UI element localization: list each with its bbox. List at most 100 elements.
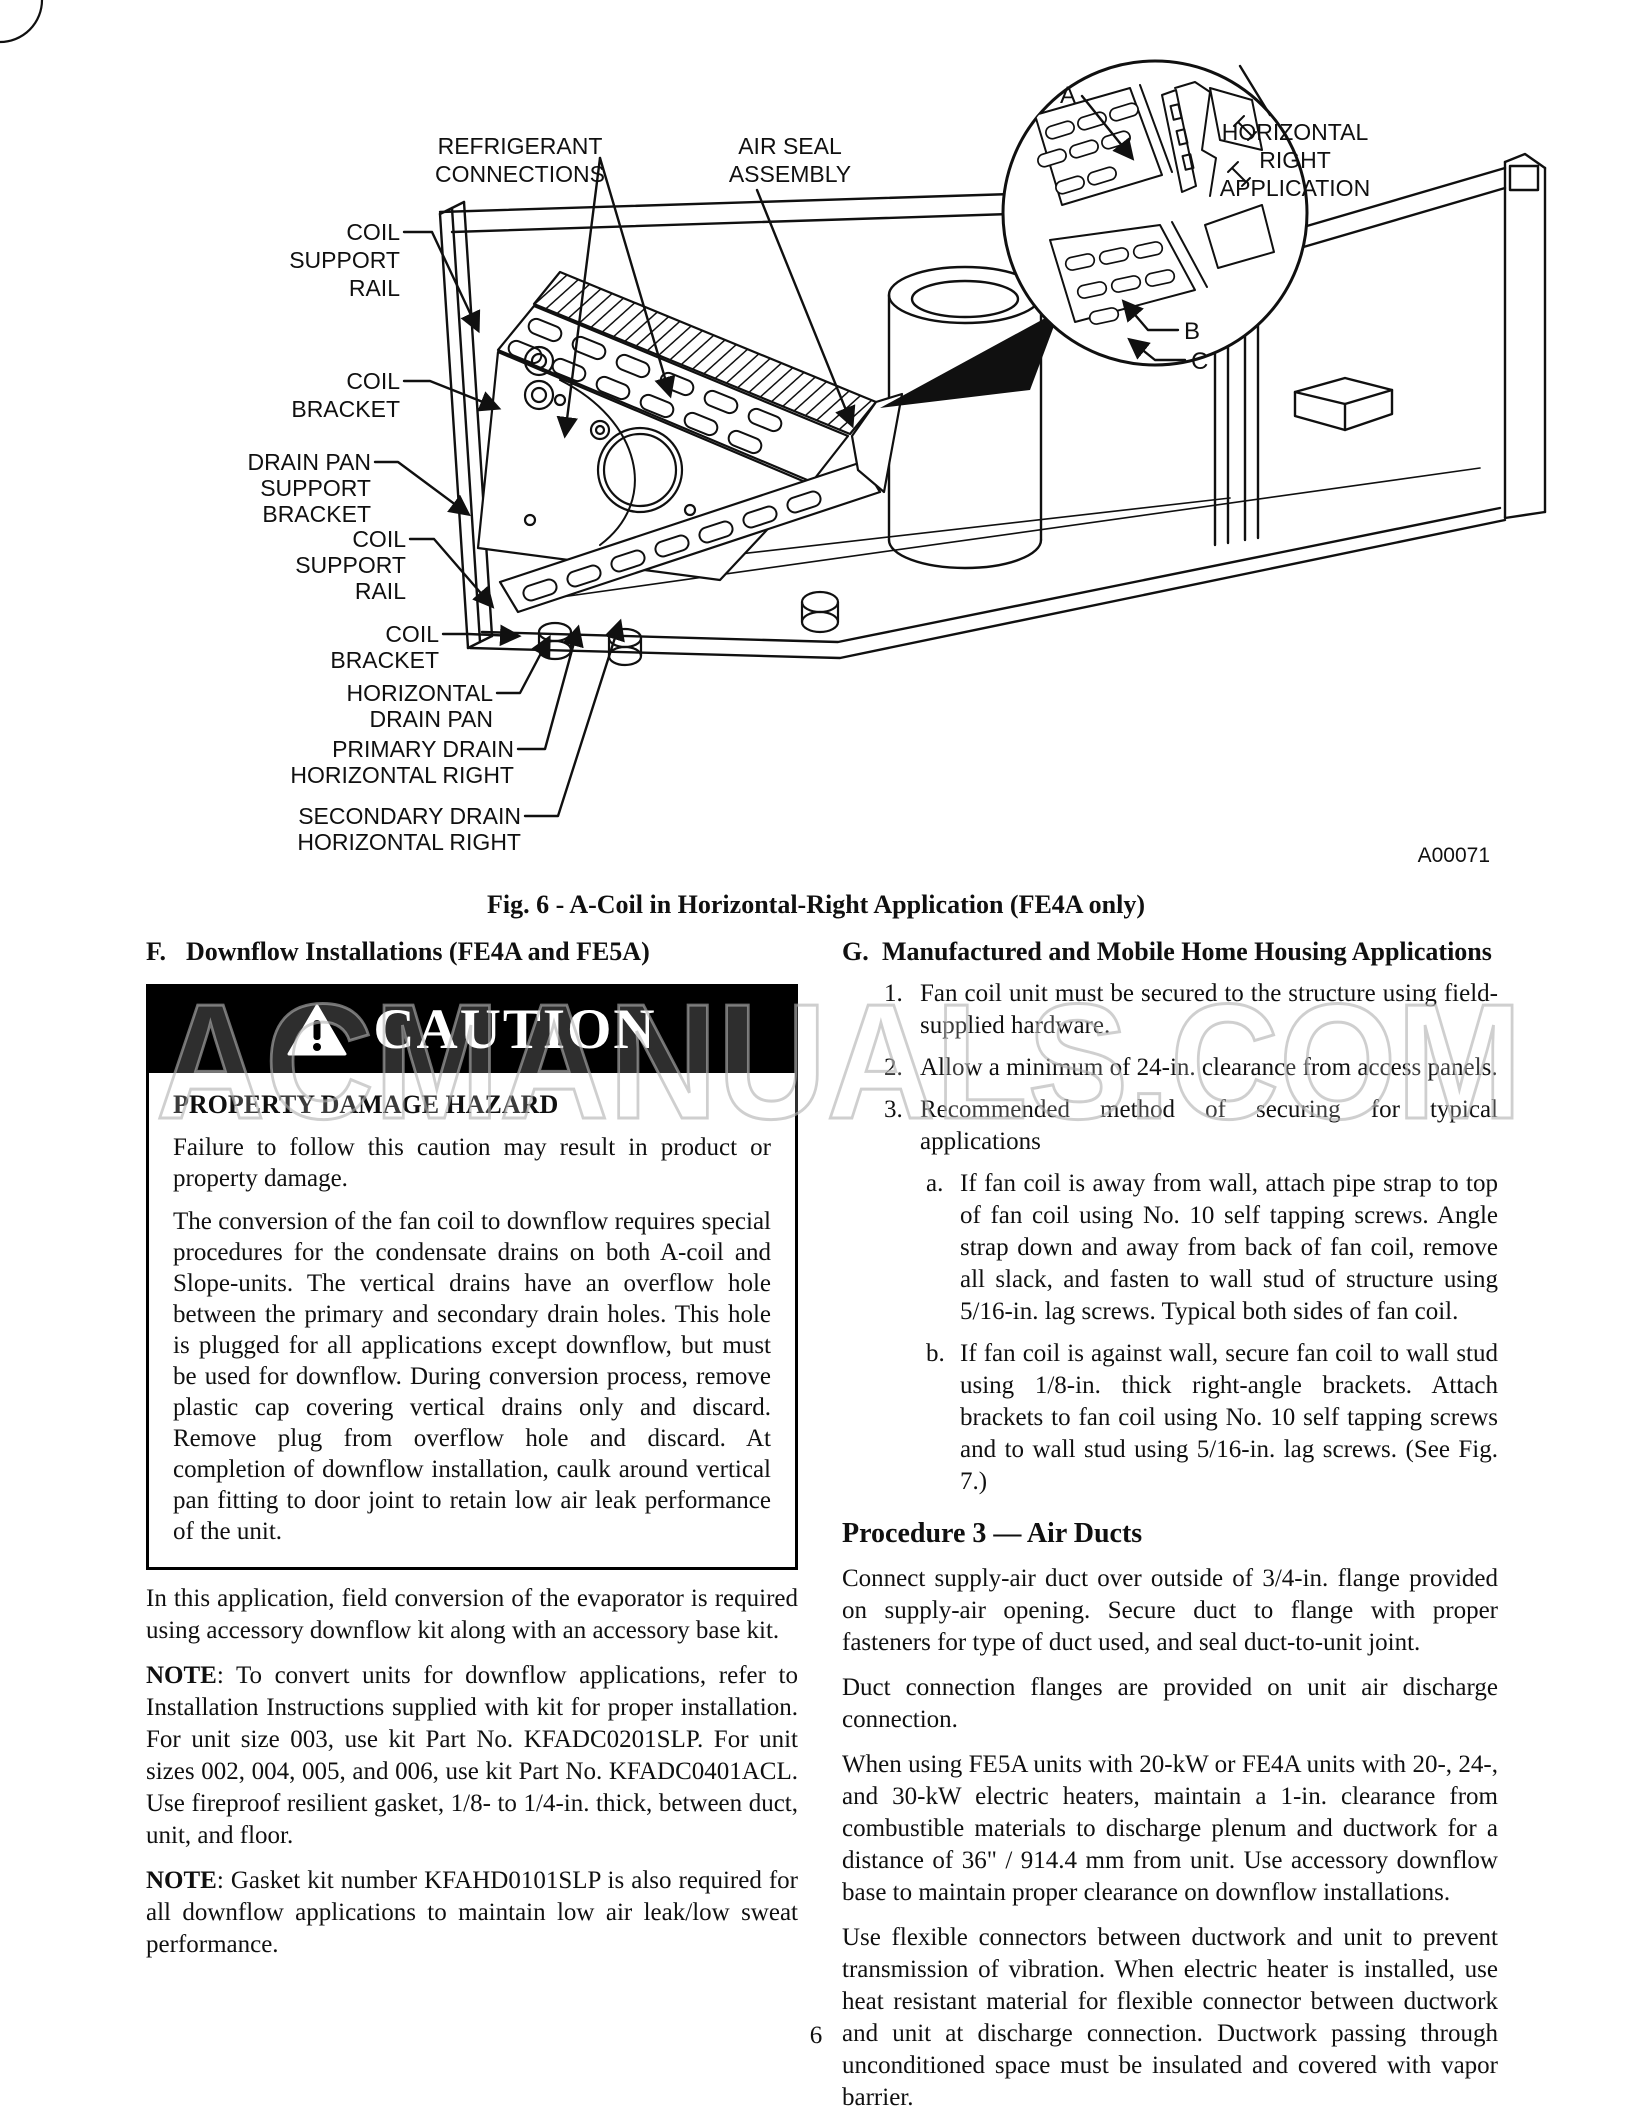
section-g-label: G. bbox=[842, 937, 869, 966]
caution-paragraph: The conversion of the fan coil to downfl… bbox=[173, 1208, 771, 1545]
svg-text:COIL: COIL bbox=[346, 368, 400, 394]
drain-pan-support-bracket-leader bbox=[373, 460, 471, 517]
section-f-heading: F. Downflow Installations (FE4A and FE5A… bbox=[146, 936, 798, 968]
list-item-text: Fan coil unit must be secured to the str… bbox=[920, 980, 1498, 1039]
list-item: 2. Allow a minimum of 24-in. clearance f… bbox=[842, 1052, 1498, 1084]
warning-icon bbox=[287, 1004, 347, 1056]
svg-text:APPLICATION: APPLICATION bbox=[1220, 175, 1370, 201]
secondary-drain-label: SECONDARY DRAIN HORIZONTAL RIGHT bbox=[297, 803, 521, 855]
figure-6: A B C HORIZONTAL RIGHT APPLICATION bbox=[0, 0, 1632, 920]
svg-text:HORIZONTAL: HORIZONTAL bbox=[1222, 119, 1369, 145]
callout-a-leader bbox=[1080, 94, 1135, 161]
callout-b: B bbox=[1184, 318, 1200, 345]
note-paragraph: NOTE: Gasket kit number KFAHD0101SLP is … bbox=[146, 1865, 798, 1961]
svg-text:RIGHT: RIGHT bbox=[1259, 147, 1331, 173]
svg-text:HORIZONTAL RIGHT: HORIZONTAL RIGHT bbox=[297, 829, 521, 855]
list-item: 1. Fan coil unit must be secured to the … bbox=[842, 978, 1498, 1042]
section-g-heading: G. Manufactured and Mobile Home Housing … bbox=[842, 936, 1498, 968]
left-column: F. Downflow Installations (FE4A and FE5A… bbox=[146, 936, 798, 2112]
list-item-text: Allow a minimum of 24-in. clearance from… bbox=[920, 1054, 1498, 1081]
svg-text:HORIZONTAL RIGHT: HORIZONTAL RIGHT bbox=[290, 762, 514, 788]
right-column: G. Manufactured and Mobile Home Housing … bbox=[842, 936, 1498, 2112]
section-f-title: Downflow Installations (FE4A and FE5A) bbox=[186, 937, 650, 966]
sub-list-item: b. If fan coil is against wall, secure f… bbox=[842, 1338, 1498, 1498]
caution-box: CAUTION PROPERTY DAMAGE HAZARD Failure t… bbox=[146, 984, 798, 1570]
svg-text:BRACKET: BRACKET bbox=[330, 647, 439, 673]
list-item-number: 1. bbox=[884, 980, 903, 1007]
svg-text:DRAIN PAN: DRAIN PAN bbox=[247, 449, 371, 475]
coil-support-rail-bottom-label: COIL SUPPORT RAIL bbox=[295, 526, 406, 604]
note-text: : To convert units for downflow applicat… bbox=[146, 1662, 798, 1849]
paragraph: In this application, field conversion of… bbox=[146, 1585, 798, 1644]
air-seal-leader bbox=[755, 188, 856, 429]
note-text: : Gasket kit number KFAHD0101SLP is also… bbox=[146, 1867, 798, 1958]
coil-bracket-top-leader bbox=[402, 379, 502, 412]
magnifier-wedge bbox=[880, 310, 1060, 408]
callout-b-leader bbox=[1121, 299, 1180, 332]
page-number: 6 bbox=[809, 2022, 823, 2049]
sub-list-item-text: If fan coil is away from wall, attach pi… bbox=[960, 1170, 1498, 1325]
caution-paragraph: Failure to follow this caution may resul… bbox=[173, 1134, 771, 1192]
sub-list-item-text: If fan coil is against wall, secure fan … bbox=[960, 1340, 1498, 1495]
svg-text:SUPPORT: SUPPORT bbox=[289, 247, 400, 273]
horizontal-drain-pan-label: HORIZONTAL DRAIN PAN bbox=[346, 680, 493, 732]
svg-text:SUPPORT: SUPPORT bbox=[260, 475, 371, 501]
secondary-drain-leader bbox=[523, 618, 625, 818]
note-label: NOTE bbox=[146, 1867, 217, 1894]
primary-drain-label: PRIMARY DRAIN HORIZONTAL RIGHT bbox=[290, 736, 514, 788]
coil-support-rail-top-label: COIL SUPPORT RAIL bbox=[289, 219, 400, 301]
refrigerant-connections-label: REFRIGERANT CONNECTIONS bbox=[435, 133, 605, 187]
figure-labels: REFRIGERANT CONNECTIONS AIR SEAL ASSEMBL… bbox=[247, 133, 1490, 867]
svg-text:BRACKET: BRACKET bbox=[291, 396, 400, 422]
refrigerant-leader-1 bbox=[556, 156, 602, 439]
sub-list-item-letter: b. bbox=[926, 1340, 945, 1367]
svg-text:CONNECTIONS: CONNECTIONS bbox=[435, 161, 605, 187]
fan-coil-diagram: A B C HORIZONTAL RIGHT APPLICATION bbox=[0, 0, 1547, 867]
figure-caption: Fig. 6 - A-Coil in Horizontal-Right Appl… bbox=[487, 890, 1145, 919]
section-g-title: Manufactured and Mobile Home Housing App… bbox=[882, 937, 1492, 966]
coil-bracket-bottom-leader bbox=[441, 624, 522, 647]
air-seal-assembly-label: AIR SEAL ASSEMBLY bbox=[729, 133, 851, 187]
svg-text:RAIL: RAIL bbox=[349, 275, 400, 301]
drain-pan-support-bracket-label: DRAIN PAN SUPPORT BRACKET bbox=[247, 449, 371, 527]
svg-text:RAIL: RAIL bbox=[355, 578, 406, 604]
svg-text:COIL: COIL bbox=[352, 526, 406, 552]
paragraph: Use flexible connectors between ductwork… bbox=[842, 1924, 1498, 2111]
svg-text:ASSEMBLY: ASSEMBLY bbox=[729, 161, 851, 187]
coil-support-rail-top-leader bbox=[402, 230, 481, 334]
inset-title: HORIZONTAL RIGHT APPLICATION bbox=[1220, 119, 1370, 201]
callout-c-leader bbox=[1127, 337, 1187, 362]
caution-body: PROPERTY DAMAGE HAZARD Failure to follow… bbox=[149, 1073, 795, 1567]
coil-bracket-top-label: COIL BRACKET bbox=[291, 368, 400, 422]
list-item-text: Recommended method of securing for typic… bbox=[920, 1096, 1498, 1155]
paragraph: Connect supply-air duct over outside of … bbox=[842, 1565, 1498, 1656]
list-item-number: 2. bbox=[884, 1054, 903, 1081]
refrigerant-leader-2 bbox=[598, 156, 676, 399]
primary-drain-leader bbox=[516, 624, 584, 751]
note-label: NOTE bbox=[146, 1662, 217, 1689]
figure-code: A00071 bbox=[1418, 844, 1490, 867]
procedure-3-heading: Procedure 3 — Air Ducts bbox=[842, 1518, 1143, 1549]
caution-hazard-heading: PROPERTY DAMAGE HAZARD bbox=[173, 1090, 559, 1119]
svg-text:COIL: COIL bbox=[346, 219, 400, 245]
svg-text:SECONDARY DRAIN: SECONDARY DRAIN bbox=[298, 803, 521, 829]
callout-c: C bbox=[1191, 348, 1208, 375]
svg-text:REFRIGERANT: REFRIGERANT bbox=[438, 133, 603, 159]
svg-text:SUPPORT: SUPPORT bbox=[295, 552, 406, 578]
sub-list-item-letter: a. bbox=[926, 1170, 944, 1197]
callout-a: A bbox=[1060, 82, 1076, 109]
coil-bracket-bottom-label: COIL BRACKET bbox=[330, 621, 439, 673]
inset-detail-circle: A B C HORIZONTAL RIGHT APPLICATION bbox=[1001, 59, 1370, 375]
a-coil-assembly bbox=[0, 0, 904, 667]
inset-title-leader bbox=[1238, 64, 1272, 117]
svg-text:PRIMARY DRAIN: PRIMARY DRAIN bbox=[332, 736, 514, 762]
svg-text:BRACKET: BRACKET bbox=[262, 501, 371, 527]
caution-header: CAUTION bbox=[149, 987, 795, 1073]
coil-support-rail-bottom-leader bbox=[408, 537, 495, 609]
paragraph: When using FE5A units with 20-kW or FE4A… bbox=[842, 1751, 1498, 1906]
svg-text:COIL: COIL bbox=[385, 621, 439, 647]
section-f-label: F. bbox=[146, 937, 166, 966]
screw-icon bbox=[1227, 115, 1257, 187]
paragraph: Duct connection flanges are provided on … bbox=[842, 1674, 1498, 1733]
